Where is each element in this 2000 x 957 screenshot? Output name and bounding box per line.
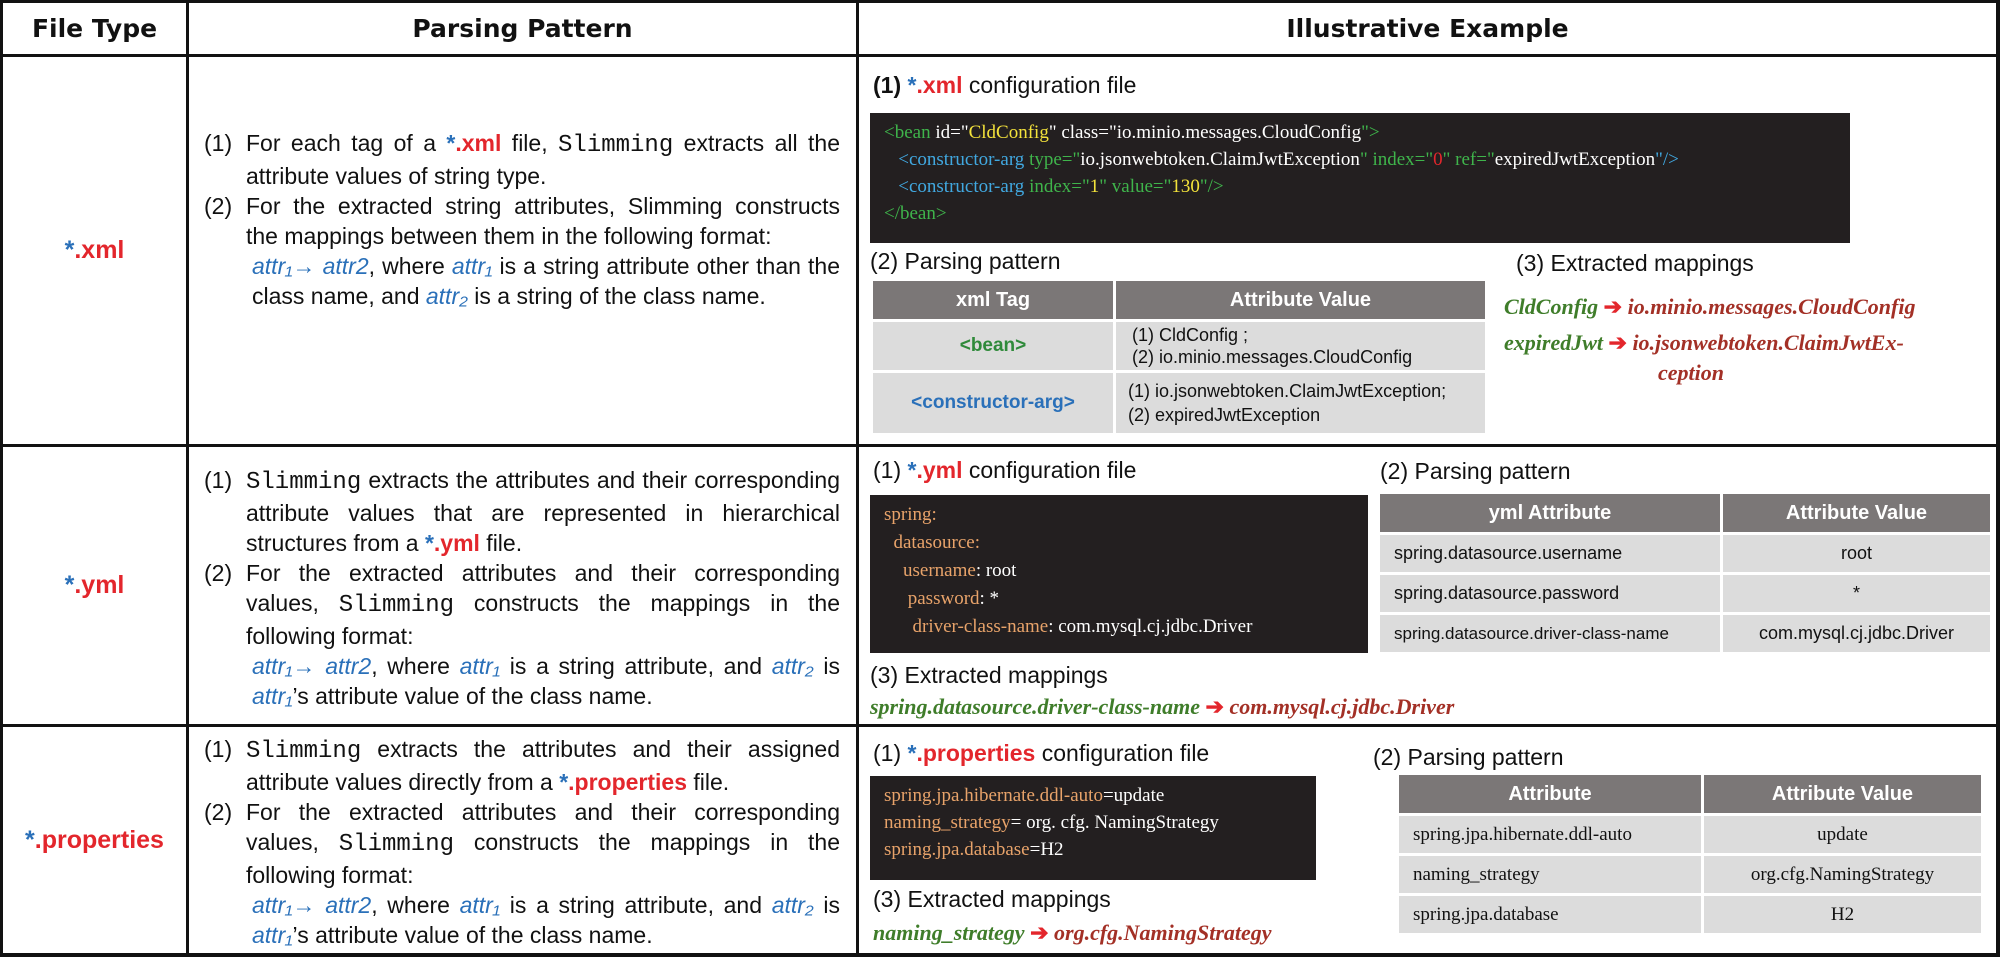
header-divider <box>0 54 2000 57</box>
file-type-yml: *.yml <box>64 571 125 599</box>
col-divider-2 <box>856 0 859 957</box>
xml-parsing-pattern-label: (2) Parsing pattern <box>870 248 1061 274</box>
mapping-format-xml: attr₁→ attr2, where attr₁ is a string at… <box>252 253 840 309</box>
yml-table-col-value: Attribute Value <box>1723 494 1990 532</box>
properties-table-col-attr: Attribute <box>1399 775 1701 813</box>
yml-config-label: (1) *.yml configuration file <box>873 457 1137 483</box>
border-bottom <box>0 953 2000 957</box>
mapping-format-properties: attr₁→ attr2, where attr₁ is a string at… <box>252 892 841 948</box>
mapping-format-yml: attr₁→ attr2, where attr₁ is a string at… <box>252 653 841 709</box>
yml-parsing-pattern-label: (2) Parsing pattern <box>1380 458 1571 484</box>
yml-extracted-mappings-label: (3) Extracted mappings <box>870 662 1108 688</box>
properties-code-block: spring.jpa.hibernate.ddl-auto=update nam… <box>870 776 1316 880</box>
xml-mapping-1: CldConfig ➔ io.minio.messages.CloudConfi… <box>1504 294 1916 319</box>
xml-table-col-value: Attribute Value <box>1116 281 1485 319</box>
properties-extracted-mappings-label: (3) Extracted mappings <box>873 886 1111 912</box>
parsing-pattern-properties: (1)Slimming extracts the attributes and … <box>204 736 841 948</box>
xml-code-block: <bean id="CldConfig" class="io.minio.mes… <box>870 113 1850 243</box>
properties-mapping: naming_strategy ➔ org.cfg.NamingStrategy <box>873 920 1272 945</box>
border-left <box>0 0 3 957</box>
table-row: <constructor-arg>(1) io.jsonwebtoken.Cla… <box>873 373 1485 433</box>
file-type-xml: *.xml <box>64 236 125 264</box>
border-top <box>0 0 2000 3</box>
header-parsing-pattern: Parsing Pattern <box>412 14 633 43</box>
properties-config-label: (1) *.properties configuration file <box>873 740 1210 766</box>
table-row: spring.datasource.password* <box>1380 575 1990 612</box>
properties-table-col-value: Attribute Value <box>1704 775 1981 813</box>
row-divider-2 <box>0 724 2000 727</box>
border-right <box>1996 0 2000 957</box>
xml-table-col-tag: xml Tag <box>873 281 1113 319</box>
yml-mapping: spring.datasource.driver-class-name ➔ co… <box>870 694 1455 719</box>
header-file-type: File Type <box>31 14 158 43</box>
row-divider-1 <box>0 444 2000 447</box>
file-type-properties: *.properties <box>25 825 164 854</box>
header-illustrative-example: Illustrative Example <box>1286 14 1569 43</box>
table-row: <bean>(1) CldConfig ;(2) io.minio.messag… <box>873 322 1485 370</box>
parsing-pattern-yml: (1)Slimming extracts the attributes and … <box>204 467 841 709</box>
col-divider-1 <box>186 0 189 957</box>
parsing-pattern-xml: (1)For each tag of a *.xml file, Slimmin… <box>204 130 840 309</box>
xml-mapping-2: expiredJwt ➔ io.jsonwebtoken.ClaimJwtEx-… <box>1504 330 1904 385</box>
xml-config-label: (1) *.xml configuration file <box>873 72 1137 98</box>
xml-extracted-mappings-label: (3) Extracted mappings <box>1516 250 1754 276</box>
yml-code-block: spring: datasource: username: root passw… <box>870 495 1368 653</box>
yml-table-col-attr: yml Attribute <box>1380 494 1720 532</box>
properties-parsing-pattern-label: (2) Parsing pattern <box>1373 744 1564 770</box>
